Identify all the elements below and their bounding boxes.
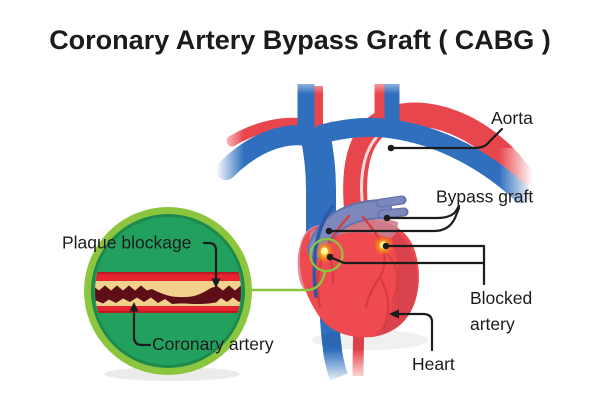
arrowhead-heart bbox=[389, 309, 399, 319]
leader-line-blocked-1 bbox=[384, 244, 486, 286]
blockage-highlight-circle bbox=[309, 237, 344, 273]
mammary-graft-vessel bbox=[312, 204, 335, 298]
label-coronary-artery: Coronary artery bbox=[152, 334, 274, 354]
label-bypass-graft: Bypass graft bbox=[436, 187, 533, 207]
leader-line-bypass-1 bbox=[385, 204, 461, 220]
fade-bottom bbox=[312, 350, 376, 384]
annotations: Coronary Artery Bypass Graft ( CABG ) Ao… bbox=[49, 25, 551, 374]
leader-line-heart bbox=[395, 312, 434, 352]
fade-right bbox=[499, 148, 533, 210]
aorta-highlight bbox=[360, 136, 378, 202]
heart-right-shading bbox=[374, 226, 418, 336]
leader-line-bypass-2 bbox=[327, 206, 461, 233]
graft-fork-upper bbox=[377, 196, 405, 207]
leader-line-aorta bbox=[389, 127, 504, 150]
vessel-fades bbox=[216, 72, 533, 384]
right-coronary-branch bbox=[379, 276, 390, 329]
artery-wall-edge-bottom bbox=[95, 310, 241, 313]
fade-top bbox=[285, 72, 410, 94]
arrowhead-plaque bbox=[211, 278, 221, 288]
label-plaque-blockage: Plaque blockage bbox=[62, 233, 191, 253]
leader-line-coronary bbox=[132, 309, 152, 347]
heart-group bbox=[297, 195, 428, 350]
label-blocked-artery-line1: Blocked bbox=[470, 288, 532, 308]
fade-left bbox=[216, 116, 244, 188]
leader-line-blocked-2 bbox=[328, 255, 486, 265]
right-coronary-twig bbox=[382, 249, 399, 303]
leader-line-plaque bbox=[202, 241, 218, 281]
label-aorta: Aorta bbox=[491, 108, 533, 128]
magnifier-connector-line bbox=[250, 269, 327, 292]
label-blocked-artery-line2: artery bbox=[470, 314, 515, 334]
heart-shadow bbox=[312, 330, 428, 350]
plaque-top bbox=[95, 281, 241, 298]
artery-wall-edge-top bbox=[95, 272, 241, 275]
superior-vena-cava bbox=[300, 130, 336, 238]
arrowhead-coronary bbox=[129, 302, 139, 312]
blockage-core-left bbox=[321, 247, 328, 255]
label-heart: Heart bbox=[412, 354, 455, 374]
page-title: Coronary Artery Bypass Graft ( CABG ) bbox=[49, 25, 551, 55]
aorta-highlight-2 bbox=[370, 143, 386, 203]
artery-cross-section bbox=[95, 272, 241, 313]
right-vein-arch bbox=[312, 117, 532, 204]
plaque-bottom bbox=[95, 297, 241, 306]
graft-fork-lower bbox=[378, 208, 407, 218]
artery-zoom-inset bbox=[84, 207, 252, 381]
